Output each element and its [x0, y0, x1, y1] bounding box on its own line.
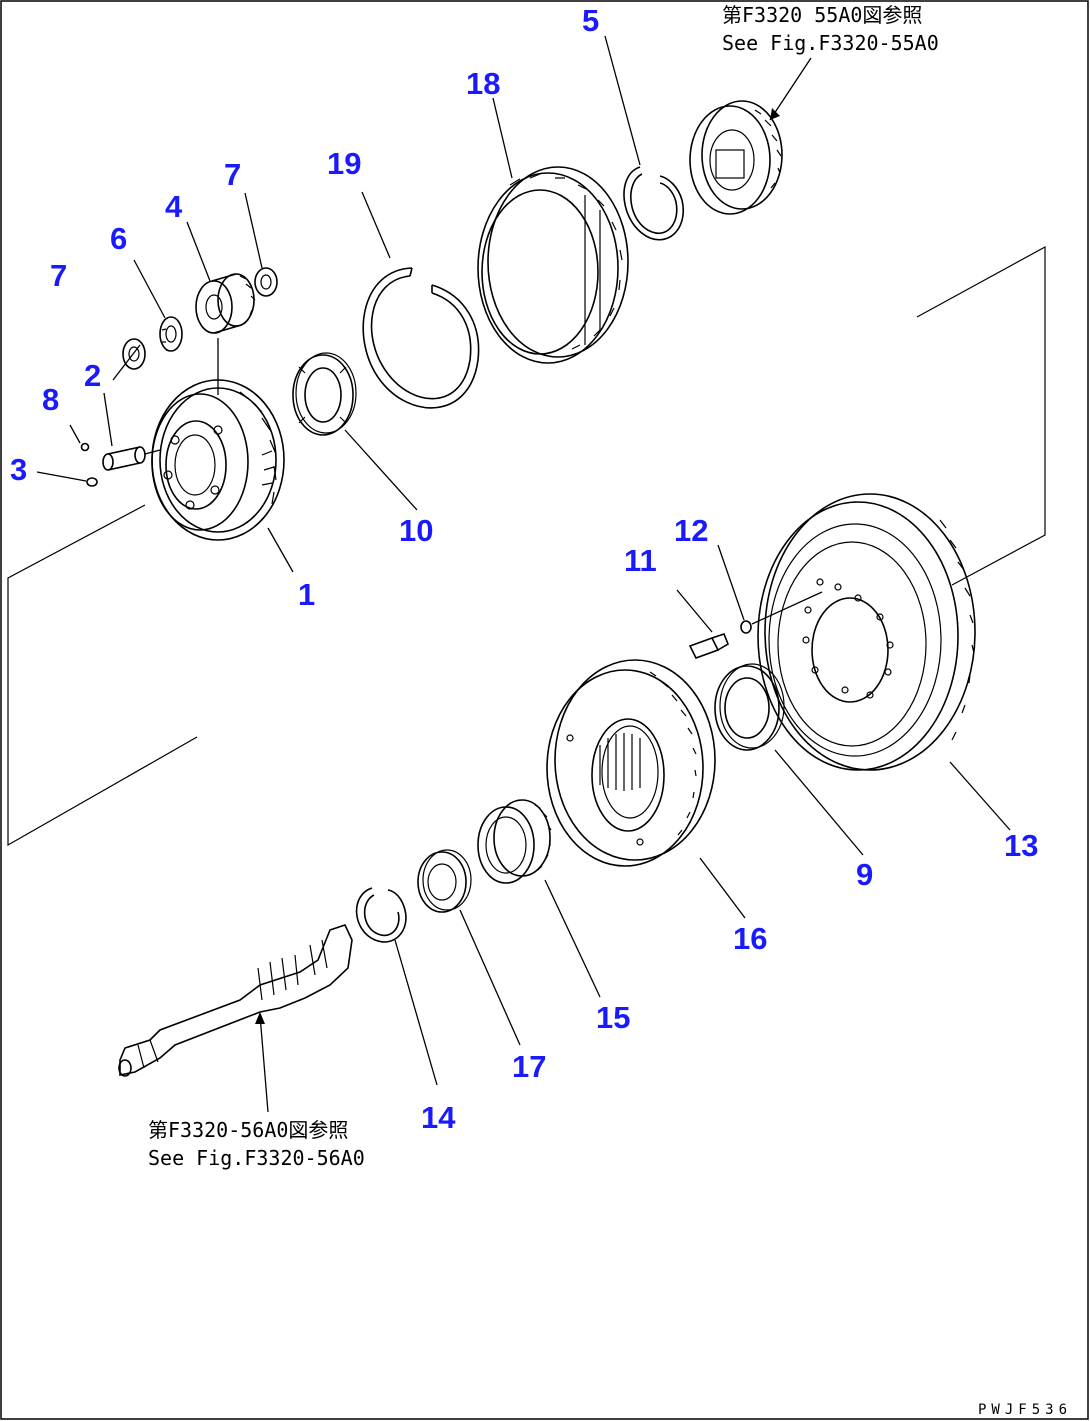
- reference-shaft: [118, 924, 353, 1077]
- pin-part-2: [102, 446, 161, 471]
- callout-7-right: 7: [224, 157, 241, 192]
- callout-numbers: 1 2 3 4 5 6 7 7 8 9 10 11 12 13 14 15 16…: [10, 3, 1038, 1135]
- ball-part-8: [80, 442, 90, 452]
- reference-arrow-bottom: [255, 1012, 265, 1024]
- sun-gear-part-15: [477, 799, 552, 884]
- reference-top-en: See Fig.F3320-55A0: [722, 31, 939, 55]
- plate-part-13: [757, 493, 976, 771]
- snap-ring-part-19: [362, 267, 480, 409]
- callout-5: 5: [582, 3, 599, 38]
- callout-13: 13: [1004, 828, 1038, 863]
- snap-ring-part-5: [623, 166, 685, 241]
- reference-gear-top: [689, 100, 783, 215]
- washer-part-7-left: [122, 338, 146, 370]
- hub-part-16: [546, 659, 716, 867]
- figure-references: 第F3320 55A0図参照 See Fig.F3320-55A0 第F3320…: [148, 3, 939, 1170]
- washer-part-12: [740, 620, 752, 634]
- callout-7-left: 7: [50, 258, 67, 293]
- callout-3: 3: [10, 452, 27, 487]
- bolt-part-11: [688, 633, 729, 659]
- callout-17: 17: [512, 1049, 546, 1084]
- callout-2: 2: [84, 358, 101, 393]
- reference-bottom-en: See Fig.F3320-56A0: [148, 1146, 365, 1170]
- bearing-part-17: [417, 849, 472, 913]
- assembly-frame-lines: [7, 245, 1046, 847]
- callout-14: 14: [421, 1100, 456, 1135]
- callout-8: 8: [42, 382, 59, 417]
- callout-10: 10: [399, 513, 433, 548]
- planet-carrier-part-1: [151, 379, 285, 541]
- needle-bearing-part-6: [159, 316, 183, 352]
- callout-1: 1: [298, 577, 315, 612]
- callout-12: 12: [674, 513, 708, 548]
- bearing-part-10: [292, 352, 357, 436]
- callout-18: 18: [466, 66, 500, 101]
- reference-bottom-ja: 第F3320-56A0図参照: [148, 1118, 348, 1142]
- reference-top-ja: 第F3320 55A0図参照: [722, 3, 922, 27]
- callout-9: 9: [856, 857, 873, 892]
- callout-6: 6: [110, 221, 127, 256]
- callout-11: 11: [624, 543, 657, 578]
- planet-gear-part-4: [195, 273, 256, 334]
- ring-gear-part-18: [477, 166, 629, 364]
- bolt-part-3: [86, 477, 98, 487]
- callout-15: 15: [596, 1000, 630, 1035]
- washer-part-7-right: [254, 267, 278, 297]
- callout-4: 4: [165, 189, 183, 224]
- snap-ring-part-14: [355, 887, 407, 943]
- callout-19: 19: [327, 146, 361, 181]
- drawing-code: PWJF536: [978, 1402, 1072, 1418]
- leader-lines: [36, 35, 1011, 1113]
- reference-arrow-top: [770, 108, 780, 120]
- callout-16: 16: [733, 921, 767, 956]
